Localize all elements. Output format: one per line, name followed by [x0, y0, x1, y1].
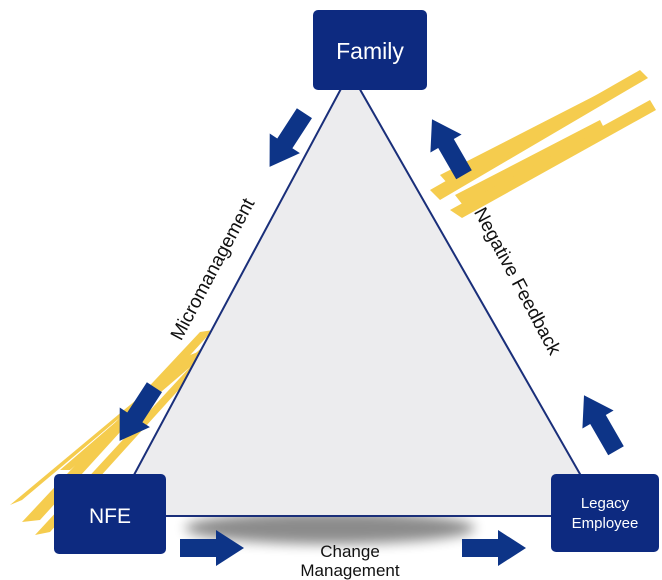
arrow-icon-right-top: [430, 119, 472, 180]
node-family[interactable]: Family: [313, 10, 427, 90]
node-nfe-label: NFE: [89, 505, 131, 528]
arrow-icon-left-bottom: [119, 382, 162, 441]
node-legacy-employee-label-line1: Legacy: [581, 495, 630, 512]
arrow-icon-bottom-left: [180, 530, 244, 566]
node-legacy-employee[interactable]: Legacy Employee: [551, 474, 659, 552]
arrow-icon-top-left: [269, 108, 312, 167]
direction-arrows: [119, 108, 624, 566]
node-legacy-employee-label-line2: Employee: [572, 515, 639, 532]
arrow-icon-bottom-right: [462, 530, 526, 566]
brush-stroke-right: [430, 70, 656, 218]
node-nfe[interactable]: NFE: [54, 474, 166, 554]
arrow-icon-right-bottom: [582, 395, 624, 456]
node-family-label: Family: [336, 38, 404, 64]
bottom-edge-shadow: [185, 512, 475, 544]
edge-label-change-management-line1: Change: [320, 542, 380, 561]
edge-label-change-management-line2: Management: [300, 561, 400, 580]
central-triangle: [110, 69, 606, 517]
